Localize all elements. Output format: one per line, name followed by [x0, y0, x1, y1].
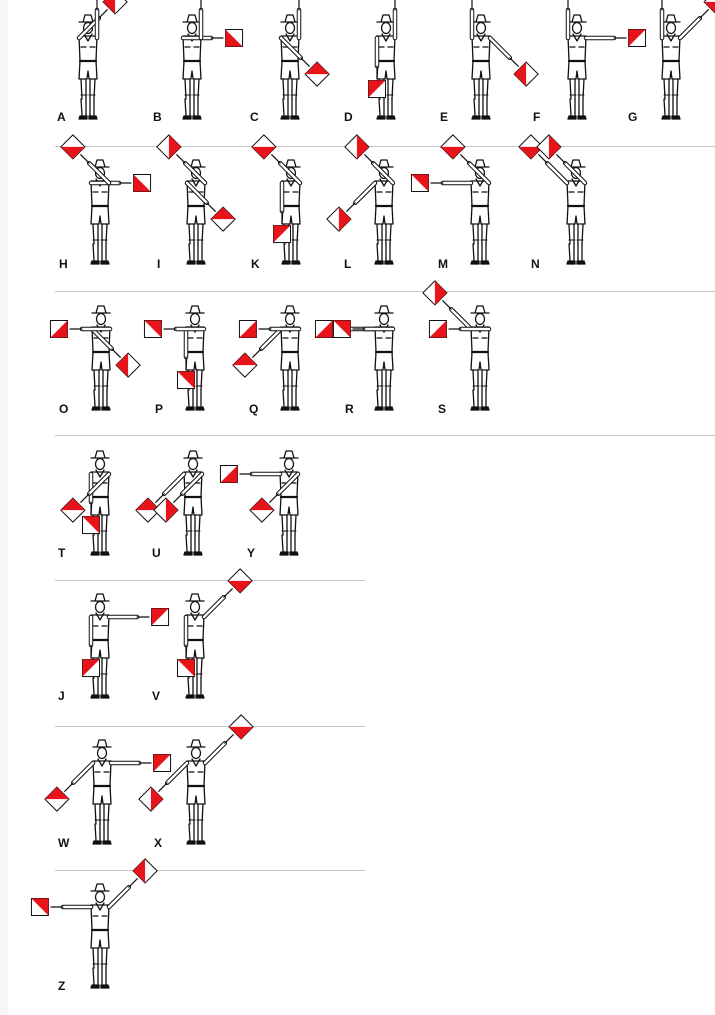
- letter-label-k: K: [251, 258, 260, 270]
- letter-label-j: J: [58, 690, 65, 702]
- letter-label-g: G: [628, 111, 637, 123]
- letter-label-i: I: [157, 258, 160, 270]
- letter-label-e: E: [440, 111, 448, 123]
- letter-label-b: B: [153, 111, 162, 123]
- letter-label-x: X: [154, 837, 162, 849]
- letter-label-s: S: [438, 403, 446, 415]
- letter-label-u: U: [152, 547, 161, 559]
- letter-label-r: R: [345, 403, 354, 415]
- letter-label-o: O: [59, 403, 68, 415]
- letter-label-p: P: [155, 403, 163, 415]
- letter-label-v: V: [152, 690, 160, 702]
- letter-label-t: T: [58, 547, 65, 559]
- letter-label-y: Y: [247, 547, 255, 559]
- letter-label-h: H: [59, 258, 68, 270]
- semaphore-figure-a: [28, 0, 148, 136]
- letter-label-l: L: [344, 258, 351, 270]
- letter-label-c: C: [250, 111, 259, 123]
- letter-label-n: N: [531, 258, 540, 270]
- letter-label-a: A: [57, 111, 66, 123]
- semaphore-figure-g: [611, 0, 715, 136]
- letter-label-w: W: [58, 837, 69, 849]
- letter-label-m: M: [438, 258, 448, 270]
- letter-label-f: F: [533, 111, 540, 123]
- letter-label-z: Z: [58, 980, 65, 992]
- letter-label-d: D: [344, 111, 353, 123]
- letter-label-q: Q: [249, 403, 258, 415]
